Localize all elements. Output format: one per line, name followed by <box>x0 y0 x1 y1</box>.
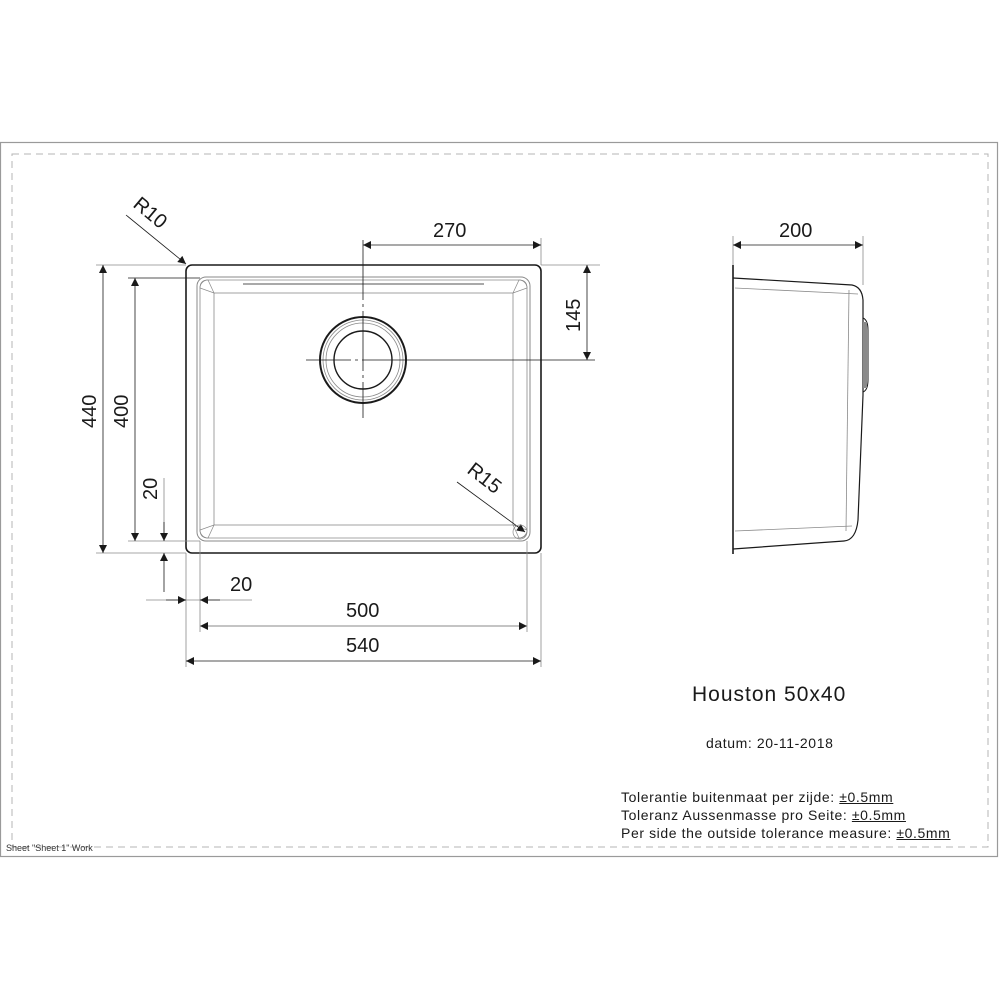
r15-leader <box>456 481 526 533</box>
tolerance-text: Toleranz Aussenmasse pro Seite: <box>621 807 852 823</box>
dim-270-label: 270 <box>433 220 466 242</box>
print-area-frame <box>11 153 989 848</box>
sheet-label: Sheet "Sheet 1" Work <box>6 843 93 853</box>
dim-500-label: 500 <box>346 600 379 622</box>
dim-20h-label: 20 <box>230 574 252 596</box>
r10-label: R10 <box>129 193 171 233</box>
sink-bowl-inner <box>199 279 528 539</box>
tolerance-value: ±0.5mm <box>851 807 906 823</box>
r10-leader <box>125 214 187 265</box>
top-view: R10 R15 270 145 440 400 20 <box>79 193 600 667</box>
side-view: 200 <box>732 220 869 554</box>
product-title: Houston 50x40 <box>692 683 847 706</box>
tolerance-text: Tolerantie buitenmaat per zijde: <box>621 789 840 805</box>
sheet-frame <box>0 141 999 858</box>
sink-bowl-edge <box>196 276 531 542</box>
tolerance-line-nl: Tolerantie buitenmaat per zijde: ±0.5mm <box>621 789 893 805</box>
dim-440-label: 440 <box>79 395 101 428</box>
drain-icon <box>306 240 595 418</box>
tolerance-line-en: Per side the outside tolerance measure: … <box>621 825 950 841</box>
dim-200-label: 200 <box>779 220 812 242</box>
dim-400-label: 400 <box>111 395 133 428</box>
tolerance-line-de: Toleranz Aussenmasse pro Seite: ±0.5mm <box>621 807 906 823</box>
dim-145-label: 145 <box>563 299 585 332</box>
dim-20v-label: 20 <box>140 478 162 500</box>
sink-outer-rim <box>185 264 542 554</box>
tolerance-value: ±0.5mm <box>896 825 951 841</box>
dim-540-label: 540 <box>346 635 379 657</box>
drawing-date: datum: 20-11-2018 <box>706 735 834 751</box>
r15-label: R15 <box>463 459 505 499</box>
tolerance-value: ±0.5mm <box>839 789 894 805</box>
sink-bowl-floor <box>213 292 514 526</box>
tolerance-text: Per side the outside tolerance measure: <box>621 825 897 841</box>
